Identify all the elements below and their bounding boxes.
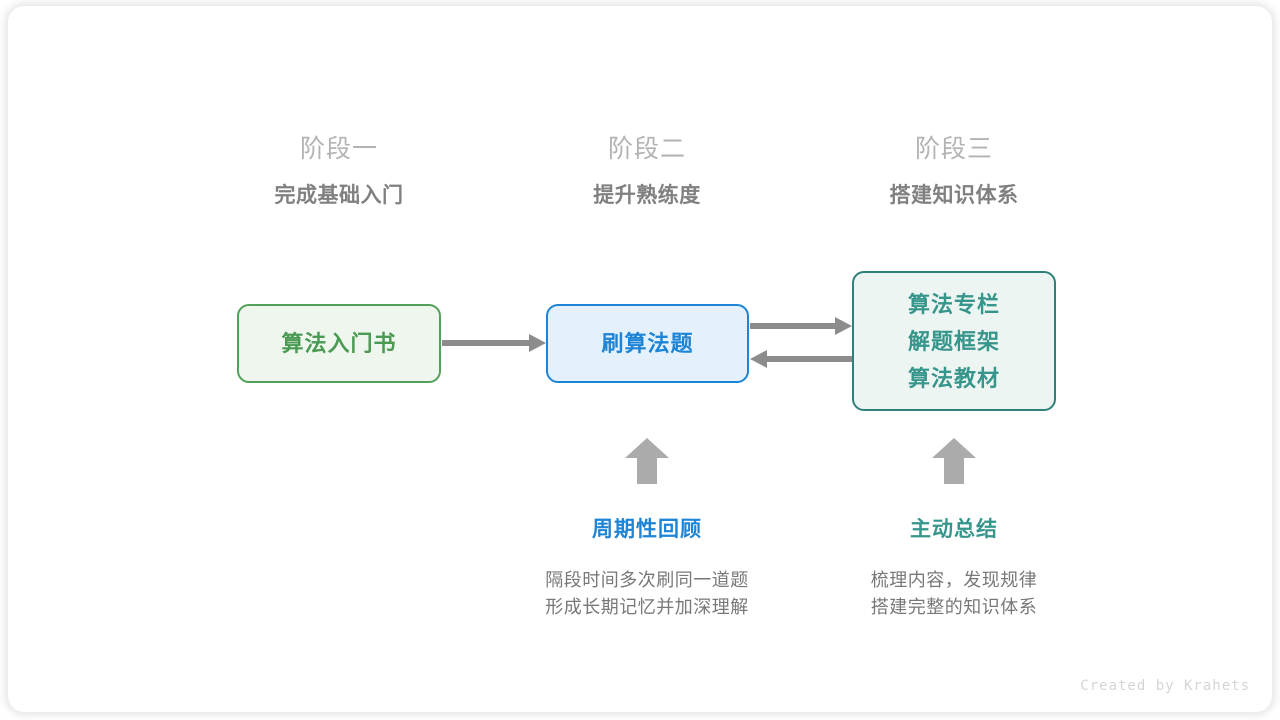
- stage-header-1: 阶段一 完成基础入门: [209, 132, 469, 212]
- arrow-up-icon-review: [625, 438, 669, 484]
- arrow-up-icon-summary: [932, 438, 976, 484]
- note-title: 周期性回顾: [592, 518, 702, 541]
- note-body-line-2: 搭建完整的知识体系: [870, 597, 1038, 617]
- node-learning-resources[interactable]: 算法专栏 解题框架 算法教材: [852, 271, 1056, 411]
- node-label: 刷算法题: [601, 331, 694, 356]
- node-label-line-3: 算法教材: [907, 365, 1000, 391]
- stage-title: 提升熟练度: [593, 184, 701, 207]
- node-label: 算法入门书: [281, 331, 397, 356]
- arrow-shaft: [637, 455, 657, 484]
- stage-header-3: 阶段三 搭建知识体系: [824, 132, 1084, 212]
- arrow-shaft: [442, 340, 532, 346]
- arrow-head: [835, 317, 852, 335]
- stage-number: 阶段二: [607, 135, 686, 163]
- stage-title: 搭建知识体系: [889, 184, 1019, 207]
- note-body-line-1: 隔段时间多次刷同一道题: [545, 570, 749, 590]
- diagram-card: 阶段一 完成基础入门 阶段二 提升熟练度 阶段三 搭建知识体系 算法入门书 刷算…: [8, 6, 1272, 712]
- stage-title: 完成基础入门: [274, 184, 404, 207]
- stage-number: 阶段三: [914, 135, 993, 163]
- arrow-head: [932, 438, 976, 458]
- stage-number: 阶段一: [299, 135, 378, 163]
- note-periodic-review: 周期性回顾 隔段时间多次刷同一道题 形成长期记忆并加深理解: [497, 515, 797, 621]
- note-body: 梳理内容，发现规律 搭建完整的知识体系: [804, 567, 1104, 621]
- stage-header-2: 阶段二 提升熟练度: [517, 132, 777, 212]
- credit-text: Created by Krahets: [1080, 678, 1250, 694]
- arrow-shaft: [944, 455, 964, 484]
- note-body-line-2: 形成长期记忆并加深理解: [545, 597, 749, 617]
- node-practice-problems[interactable]: 刷算法题: [546, 304, 749, 383]
- node-intro-book[interactable]: 算法入门书: [237, 304, 441, 383]
- arrow-shaft: [750, 323, 838, 329]
- arrow-head: [529, 334, 546, 352]
- note-body-line-1: 梳理内容，发现规律: [870, 570, 1038, 590]
- note-active-summary: 主动总结 梳理内容，发现规律 搭建完整的知识体系: [804, 515, 1104, 621]
- note-title: 主动总结: [910, 518, 998, 541]
- arrow-head: [625, 438, 669, 458]
- arrow-head: [750, 350, 767, 368]
- note-body: 隔段时间多次刷同一道题 形成长期记忆并加深理解: [497, 567, 797, 621]
- arrow-shaft: [764, 356, 852, 362]
- node-label-line-1: 算法专栏: [907, 291, 1000, 317]
- node-label-line-2: 解题框架: [907, 328, 1000, 354]
